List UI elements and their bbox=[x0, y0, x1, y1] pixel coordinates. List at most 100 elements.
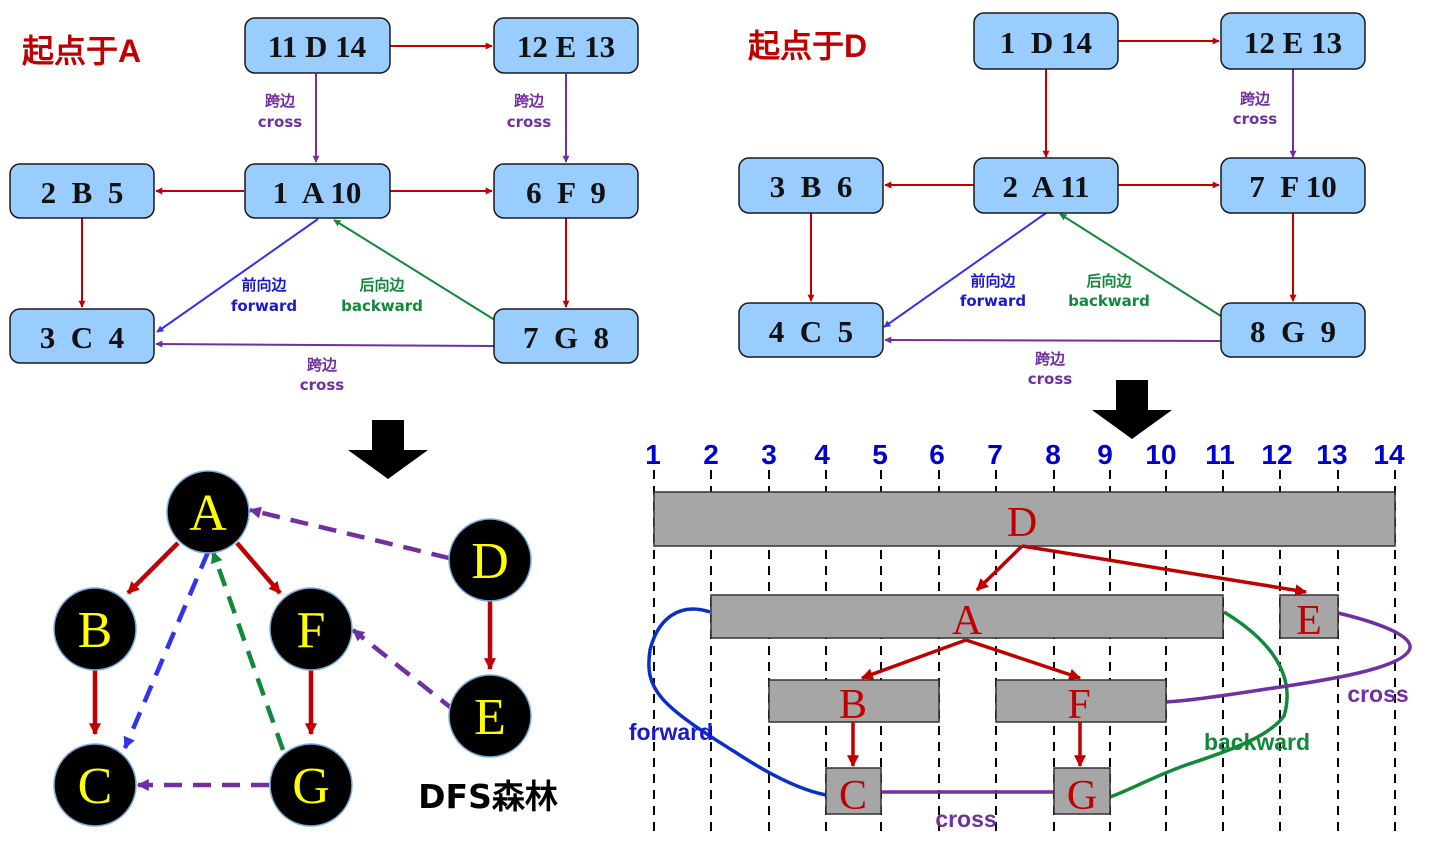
tick-9: 9 bbox=[1097, 439, 1113, 470]
right-node-D: 1 D 14 bbox=[973, 12, 1119, 70]
right-node-F-label: 7 F 10 bbox=[1249, 169, 1337, 204]
right-label-backward-zh: 后向边 bbox=[1086, 272, 1132, 290]
left-node-B: 2 B 5 bbox=[9, 163, 155, 219]
timeline-edge-D-A bbox=[975, 544, 1024, 592]
right-label-backward-en: backward bbox=[1068, 292, 1150, 310]
left-node-C: 3 C 4 bbox=[9, 308, 155, 364]
timeline-edge-backward bbox=[1109, 610, 1289, 799]
left-label-forward-zh: 前向边 bbox=[241, 276, 287, 294]
right-title: 起点于D bbox=[748, 28, 867, 64]
timeline-bar-F-label: F bbox=[1067, 682, 1090, 728]
forest-node-D-label: D bbox=[471, 533, 509, 590]
right-label-forward-en: forward bbox=[960, 292, 1026, 310]
tick-5: 5 bbox=[872, 439, 888, 470]
tick-11: 11 bbox=[1205, 439, 1235, 470]
right-node-G: 8 G 9 bbox=[1220, 302, 1366, 358]
tick-12: 12 bbox=[1261, 439, 1292, 470]
timeline-edge-A-F bbox=[965, 638, 1082, 681]
timeline-bar-E: E bbox=[1279, 594, 1339, 644]
tick-3: 3 bbox=[761, 439, 777, 470]
forest-node-E-label: E bbox=[474, 689, 506, 746]
left-label-cross-en-1: cross bbox=[258, 113, 303, 131]
left-title: 起点于A bbox=[22, 33, 141, 69]
left-label-backward-en: backward bbox=[341, 297, 423, 315]
right-node-C-label: 4 C 5 bbox=[769, 314, 853, 349]
left-node-C-label: 3 C 4 bbox=[40, 320, 124, 355]
timeline-bar-D: D bbox=[653, 491, 1396, 547]
right-node-F: 7 F 10 bbox=[1220, 157, 1366, 214]
right-label-cross-en-2: cross bbox=[1028, 370, 1073, 388]
forest-node-D: D bbox=[448, 518, 532, 602]
down-arrow-icon bbox=[1092, 380, 1172, 439]
left-node-D: 11 D 14 bbox=[244, 17, 391, 74]
tick-13: 13 bbox=[1316, 439, 1347, 470]
timeline-label-cross-bottom: cross bbox=[935, 806, 996, 832]
tick-2: 2 bbox=[703, 439, 719, 470]
timeline-bar-A: A bbox=[710, 594, 1224, 644]
left-edge-G-C-cross bbox=[155, 340, 496, 348]
timeline-bar-B: B bbox=[768, 679, 940, 728]
tick-1: 1 bbox=[645, 439, 661, 470]
forest-edge-G-A-backward bbox=[210, 550, 286, 751]
timeline-bar-B-label: B bbox=[839, 682, 867, 728]
timeline-label-cross-right: cross bbox=[1347, 681, 1408, 707]
forest-node-A: A bbox=[166, 470, 250, 554]
timeline-bar-G: G bbox=[1053, 767, 1111, 819]
tick-6: 6 bbox=[929, 439, 945, 470]
right-label-forward-zh: 前向边 bbox=[970, 272, 1016, 290]
right-label-cross-zh-1: 跨边 bbox=[1240, 90, 1271, 108]
tick-7: 7 bbox=[987, 439, 1003, 470]
right-node-A-label: 2 A 11 bbox=[1002, 169, 1089, 204]
left-graph: 起点于A 跨边 cross 跨边 cross 前向边 forward 后向边 b… bbox=[9, 17, 639, 394]
right-edge-A-C-forward bbox=[883, 212, 1047, 328]
timeline-bar-D-label: D bbox=[1007, 500, 1037, 546]
right-node-B: 3 B 6 bbox=[738, 157, 884, 214]
left-node-A-label: 1 A 10 bbox=[273, 175, 362, 210]
dfs-timeline: 1 2 3 4 5 6 7 8 9 10 11 12 13 14 bbox=[629, 439, 1412, 832]
timeline-edge-forward bbox=[647, 607, 827, 797]
right-label-cross-zh-2: 跨边 bbox=[1035, 350, 1066, 368]
tick-8: 8 bbox=[1045, 439, 1061, 470]
forest-edge-A-C-forward bbox=[122, 551, 211, 750]
timeline-edge-D-E bbox=[1021, 544, 1308, 597]
timeline-bar-C: C bbox=[825, 767, 882, 819]
forest-node-A-label: A bbox=[189, 485, 227, 542]
left-node-G: 7 G 8 bbox=[493, 308, 639, 364]
right-node-E: 12 E 13 bbox=[1220, 12, 1366, 70]
left-edge-A-C-forward bbox=[156, 218, 319, 333]
left-node-D-label: 11 D 14 bbox=[268, 29, 366, 64]
forest-node-G: G bbox=[269, 743, 353, 827]
left-node-E-label: 12 E 13 bbox=[517, 29, 615, 64]
timeline-edge-A-B bbox=[860, 638, 967, 680]
timeline-bar-C-label: C bbox=[839, 773, 867, 819]
timeline-edge-cross-E-F bbox=[1165, 611, 1412, 704]
left-label-forward-en: forward bbox=[231, 297, 297, 315]
right-node-C: 4 C 5 bbox=[738, 302, 884, 358]
left-node-G-label: 7 G 8 bbox=[523, 320, 609, 355]
left-label-cross-zh-2: 跨边 bbox=[514, 92, 545, 110]
right-node-A: 2 A 11 bbox=[973, 157, 1119, 214]
down-arrow-icon bbox=[348, 420, 428, 479]
forest-edge-A-F bbox=[235, 541, 282, 595]
right-edge-G-A-backward bbox=[1059, 213, 1225, 319]
forest-node-F: F bbox=[269, 587, 353, 671]
timeline-bar-E-label: E bbox=[1296, 598, 1322, 644]
right-node-G-label: 8 G 9 bbox=[1250, 314, 1336, 349]
forest-node-F-label: F bbox=[297, 602, 326, 659]
forest-edge-D-A-cross bbox=[248, 506, 450, 561]
right-node-D-label: 1 D 14 bbox=[1000, 25, 1092, 60]
timeline-label-backward: backward bbox=[1204, 729, 1310, 755]
forest-node-C-label: C bbox=[78, 758, 113, 815]
forest-node-C: C bbox=[53, 743, 137, 827]
forest-caption: DFS森林 bbox=[418, 777, 558, 816]
tick-14: 14 bbox=[1373, 439, 1405, 470]
left-node-F-label: 6 F 9 bbox=[526, 175, 606, 210]
right-node-E-label: 12 E 13 bbox=[1244, 25, 1342, 60]
timeline-ticks: 1 2 3 4 5 6 7 8 9 10 11 12 13 14 bbox=[645, 439, 1405, 470]
right-edge-G-C-cross bbox=[884, 336, 1223, 344]
left-label-cross-zh-1: 跨边 bbox=[265, 92, 296, 110]
left-edge-G-A-backward bbox=[333, 219, 499, 323]
forest-node-B-label: B bbox=[78, 602, 113, 659]
forest-edge-E-F-cross bbox=[351, 628, 457, 713]
